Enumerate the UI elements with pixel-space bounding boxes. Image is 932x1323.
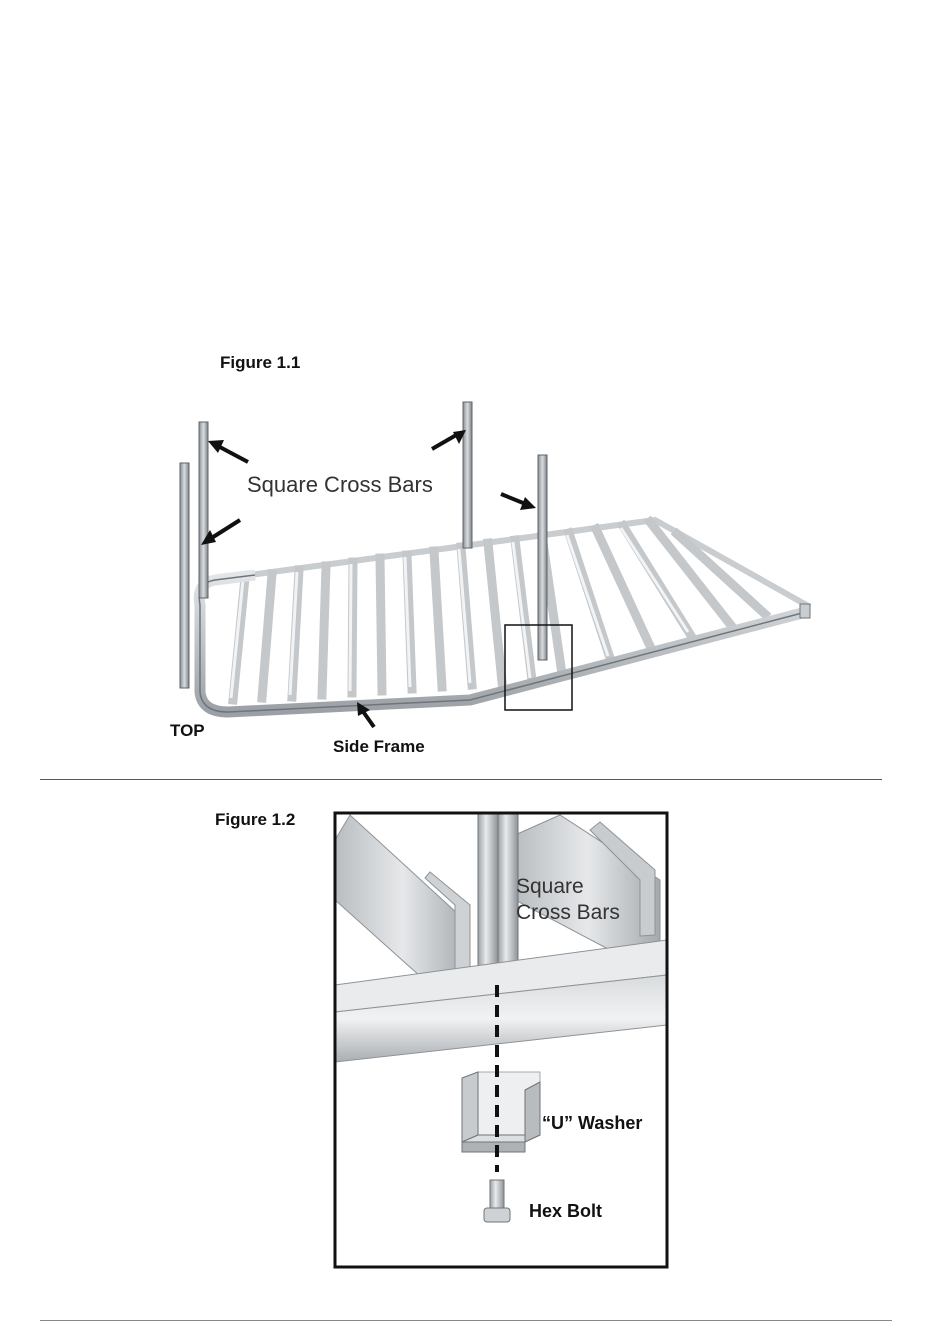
cross-bar-post-right xyxy=(498,813,518,983)
label-hex-bolt: Hex Bolt xyxy=(529,1201,602,1222)
hex-bolt xyxy=(484,1180,510,1222)
label-line-2: Cross Bars xyxy=(516,900,620,926)
u-washer xyxy=(462,1072,540,1152)
bottom-rule xyxy=(40,1320,892,1321)
label-line-1: Square xyxy=(516,874,620,900)
cross-bar-post-left xyxy=(478,813,498,983)
label-u-washer: “U” Washer xyxy=(542,1113,642,1134)
label-square-cross-bars: Square Cross Bars xyxy=(516,874,620,926)
